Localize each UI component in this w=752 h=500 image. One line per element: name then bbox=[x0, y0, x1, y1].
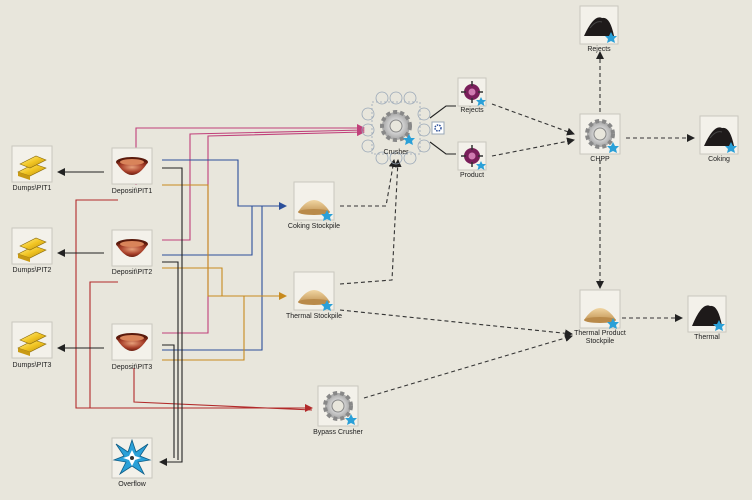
sand-pile-icon bbox=[298, 200, 330, 215]
rejects-output-node[interactable] bbox=[579, 5, 619, 45]
route-pit3-overflow[interactable] bbox=[162, 344, 175, 458]
product-splitter-node[interactable] bbox=[457, 141, 487, 171]
rejects-splitter-node[interactable] bbox=[457, 77, 487, 107]
route-pit2-overflow[interactable] bbox=[162, 261, 179, 460]
link-bypass-tps[interactable] bbox=[363, 334, 573, 399]
crusher-node[interactable] bbox=[361, 91, 431, 165]
rejects-output-label: Rejects bbox=[587, 46, 611, 53]
link-crusher-product[interactable] bbox=[429, 141, 456, 155]
coking-stockpile-label: Coking Stockpile bbox=[287, 223, 341, 230]
route-pit3-thermal[interactable] bbox=[162, 296, 245, 361]
bypass-crusher-node[interactable] bbox=[317, 385, 359, 427]
deposit-pit1-label: Deposit\PIT1 bbox=[111, 188, 153, 195]
sand-pile-icon bbox=[298, 290, 330, 305]
product-splitter-label: Product bbox=[459, 172, 485, 179]
star-badge-icon bbox=[713, 320, 725, 331]
overflow-label: Overflow bbox=[118, 481, 146, 488]
star-badge-icon bbox=[476, 97, 486, 106]
star-badge-icon bbox=[321, 300, 333, 311]
gold-bars-icon bbox=[17, 331, 47, 356]
deposit-pit3-label: Deposit\PIT3 bbox=[111, 364, 153, 371]
thermal-output-label: Thermal bbox=[694, 334, 720, 341]
deposit-pit1-node[interactable] bbox=[111, 147, 153, 185]
deposit-pit3-node[interactable] bbox=[111, 323, 153, 361]
route-pit1-bypass[interactable] bbox=[75, 199, 313, 412]
link-thermal-tps[interactable] bbox=[339, 309, 573, 338]
link-crusher-rejects[interactable] bbox=[429, 105, 456, 119]
split-icon bbox=[461, 81, 483, 103]
chpp-label: CHPP bbox=[590, 156, 610, 163]
route-pit2-coking[interactable] bbox=[162, 206, 253, 256]
route-pit1-thermal[interactable] bbox=[162, 184, 287, 300]
crusher-label: Crusher bbox=[383, 149, 409, 156]
connections bbox=[57, 51, 695, 466]
star-badge-icon bbox=[403, 134, 415, 145]
route-pit3-bypass[interactable] bbox=[133, 368, 313, 411]
thermal-output-node[interactable] bbox=[687, 295, 727, 333]
route-pit1-crusher[interactable] bbox=[135, 124, 365, 185]
chpp-node[interactable] bbox=[579, 113, 621, 155]
split-icon bbox=[461, 145, 483, 167]
dump-pit3-label: Dumps\PIT3 bbox=[12, 362, 52, 369]
thermal-stockpile-node[interactable] bbox=[293, 271, 335, 311]
star-badge-icon bbox=[725, 142, 737, 153]
gold-bars-icon bbox=[17, 155, 47, 180]
star-badge-icon bbox=[607, 318, 619, 329]
coking-stockpile-node[interactable] bbox=[293, 181, 335, 221]
route-pit2-crusher[interactable] bbox=[162, 126, 365, 241]
coal-pile-icon bbox=[584, 17, 614, 36]
sand-pile-icon bbox=[584, 308, 616, 323]
pit-bowl-icon bbox=[116, 239, 148, 257]
coal-pile-icon bbox=[704, 127, 734, 146]
overflow-node[interactable] bbox=[111, 437, 153, 479]
star-badge-icon bbox=[605, 32, 617, 43]
coking-output-label: Coking bbox=[708, 156, 730, 163]
link-product-chpp[interactable] bbox=[491, 137, 575, 157]
star-badge-icon bbox=[607, 142, 619, 153]
route-pit1-coking[interactable] bbox=[162, 159, 287, 210]
bypass-crusher-label: Bypass Crusher bbox=[313, 429, 363, 436]
gear-icon bbox=[380, 110, 412, 142]
selection-handles bbox=[361, 91, 431, 165]
dump-pit1-node[interactable] bbox=[11, 145, 53, 183]
link-rejects-chpp[interactable] bbox=[491, 103, 575, 136]
dump-pit3-node[interactable] bbox=[11, 321, 53, 359]
coking-output-node[interactable] bbox=[699, 115, 739, 155]
dump-pit2-label: Dumps\PIT2 bbox=[12, 267, 52, 274]
star-badge-icon bbox=[345, 414, 357, 425]
thermal-product-stockpile-node[interactable] bbox=[579, 289, 621, 329]
route-pit1-overflow[interactable] bbox=[159, 167, 183, 466]
settings-icon[interactable] bbox=[431, 121, 445, 135]
coal-pile-icon bbox=[692, 305, 722, 326]
link-coking-crusher[interactable] bbox=[340, 159, 397, 207]
dump-pit1-label: Dumps\PIT1 bbox=[12, 185, 52, 192]
gear-icon bbox=[585, 119, 615, 149]
route-pit2-bypass[interactable] bbox=[89, 281, 118, 408]
link-thermal-crusher[interactable] bbox=[339, 159, 402, 285]
deposit-pit2-node[interactable] bbox=[111, 229, 153, 267]
gold-bars-icon bbox=[17, 237, 47, 262]
star-badge-icon bbox=[476, 161, 486, 170]
thermal-product-stockpile-label: Thermal Product Stockpile bbox=[574, 330, 626, 345]
pit-bowl-icon bbox=[116, 157, 148, 175]
thermal-stockpile-label: Thermal Stockpile bbox=[285, 313, 343, 320]
star-badge-icon bbox=[321, 210, 333, 221]
dump-pit2-node[interactable] bbox=[11, 227, 53, 265]
starburst-icon bbox=[112, 438, 152, 476]
rejects-splitter-label: Rejects bbox=[460, 107, 484, 114]
gear-icon bbox=[323, 391, 353, 421]
pit-bowl-icon bbox=[116, 333, 148, 351]
deposit-pit2-label: Deposit\PIT2 bbox=[111, 269, 153, 276]
route-pit3-coking[interactable] bbox=[162, 206, 263, 351]
